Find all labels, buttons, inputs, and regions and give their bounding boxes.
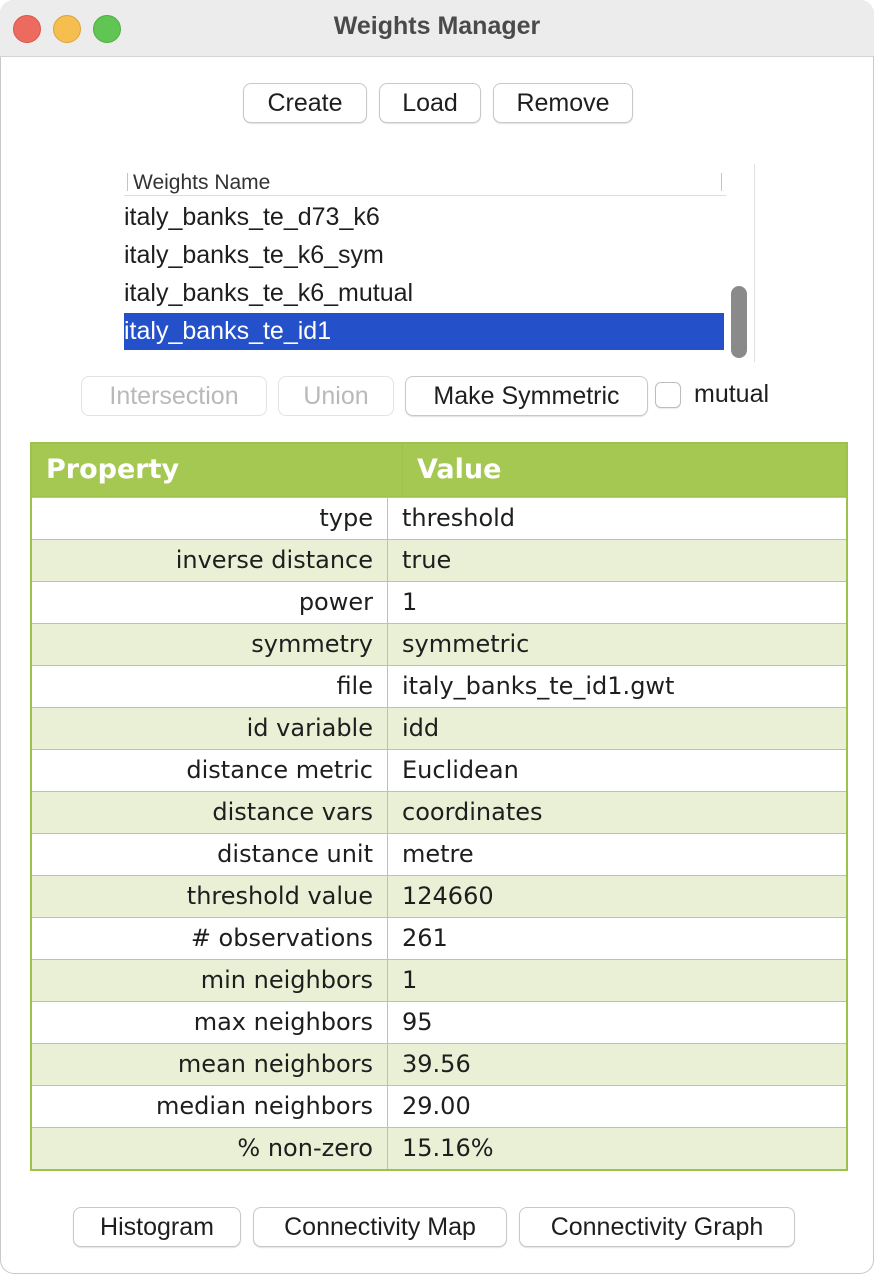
title-bar: Weights Manager: [0, 0, 874, 57]
weights-list-item[interactable]: italy_banks_te_d73_k6: [124, 203, 380, 231]
property-value: idd: [402, 714, 440, 742]
make-symmetric-button[interactable]: Make Symmetric: [405, 376, 648, 416]
property-row[interactable]: max neighbors 95: [32, 1001, 846, 1043]
property-key: id variable: [32, 708, 388, 749]
property-value: Euclidean: [402, 756, 519, 784]
property-key: symmetry: [32, 624, 388, 665]
property-row[interactable]: median neighbors 29.00: [32, 1085, 846, 1127]
histogram-button[interactable]: Histogram: [73, 1207, 241, 1247]
value-column-header: Value: [417, 454, 502, 485]
property-key: type: [32, 498, 388, 539]
weights-list[interactable]: Weights Name italy_banks_te_d73_k6 italy…: [114, 164, 755, 362]
weights-list-item[interactable]: italy_banks_te_k6_mutual: [124, 279, 414, 307]
property-value: 95: [402, 1008, 433, 1036]
property-row[interactable]: inverse distance true: [32, 539, 846, 581]
property-value: 29.00: [402, 1092, 471, 1120]
property-row[interactable]: distance vars coordinates: [32, 791, 846, 833]
property-key: # observations: [32, 918, 388, 959]
weights-list-item[interactable]: italy_banks_te_k6_sym: [124, 241, 384, 269]
connectivity-graph-button[interactable]: Connectivity Graph: [519, 1207, 795, 1247]
create-button[interactable]: Create: [243, 83, 367, 123]
weights-list-header[interactable]: Weights Name: [124, 164, 726, 196]
property-value: symmetric: [402, 630, 530, 658]
property-row[interactable]: id variable idd: [32, 707, 846, 749]
property-row[interactable]: power 1: [32, 581, 846, 623]
property-key: mean neighbors: [32, 1044, 388, 1085]
properties-table-header: Property Value: [32, 444, 846, 497]
weights-list-item-selected[interactable]: italy_banks_te_id1: [124, 313, 724, 350]
property-key: inverse distance: [32, 540, 388, 581]
load-button[interactable]: Load: [379, 83, 481, 123]
property-value: 1: [402, 966, 418, 994]
property-key: threshold value: [32, 876, 388, 917]
property-row[interactable]: threshold value 124660: [32, 875, 846, 917]
property-key: distance unit: [32, 834, 388, 875]
property-key: max neighbors: [32, 1002, 388, 1043]
property-key: power: [32, 582, 388, 623]
mutual-checkbox[interactable]: [655, 382, 681, 408]
property-row[interactable]: distance unit metre: [32, 833, 846, 875]
property-key: distance metric: [32, 750, 388, 791]
property-value: metre: [402, 840, 474, 868]
intersection-button[interactable]: Intersection: [81, 376, 267, 416]
property-row[interactable]: % non-zero 15.16%: [32, 1127, 846, 1169]
property-value: 124660: [402, 882, 494, 910]
property-key: min neighbors: [32, 960, 388, 1001]
column-separator: [721, 173, 722, 191]
property-column-header: Property: [32, 444, 403, 496]
remove-button[interactable]: Remove: [493, 83, 633, 123]
property-value: true: [402, 546, 452, 574]
minimize-window-button[interactable]: [53, 15, 81, 43]
property-value: threshold: [402, 504, 516, 532]
weights-list-scroll-thumb[interactable]: [731, 286, 747, 358]
close-window-button[interactable]: [13, 15, 41, 43]
property-key: % non-zero: [32, 1128, 388, 1169]
property-value: 39.56: [402, 1050, 471, 1078]
window-title: Weights Manager: [333, 12, 541, 40]
column-separator: [127, 173, 128, 191]
property-value: 261: [402, 924, 448, 952]
property-key: file: [32, 666, 388, 707]
properties-table: Property Value type threshold inverse dist…: [30, 442, 848, 1171]
property-value: coordinates: [402, 798, 543, 826]
connectivity-map-button[interactable]: Connectivity Map: [253, 1207, 507, 1247]
mutual-checkbox-label[interactable]: mutual: [694, 380, 770, 408]
union-button[interactable]: Union: [278, 376, 394, 416]
property-value: italy_banks_te_id1.gwt: [402, 672, 675, 700]
property-row[interactable]: mean neighbors 39.56: [32, 1043, 846, 1085]
property-value: 1: [402, 588, 418, 616]
property-row[interactable]: min neighbors 1: [32, 959, 846, 1001]
property-row[interactable]: distance metric Euclidean: [32, 749, 846, 791]
weights-name-column-header: Weights Name: [133, 171, 271, 194]
property-key: median neighbors: [32, 1086, 388, 1127]
property-value: 15.16%: [402, 1134, 494, 1162]
property-row[interactable]: symmetry symmetric: [32, 623, 846, 665]
zoom-window-button[interactable]: [93, 15, 121, 43]
property-row[interactable]: # observations 261: [32, 917, 846, 959]
property-row[interactable]: file italy_banks_te_id1.gwt: [32, 665, 846, 707]
property-key: distance vars: [32, 792, 388, 833]
property-row[interactable]: type threshold: [32, 497, 846, 539]
